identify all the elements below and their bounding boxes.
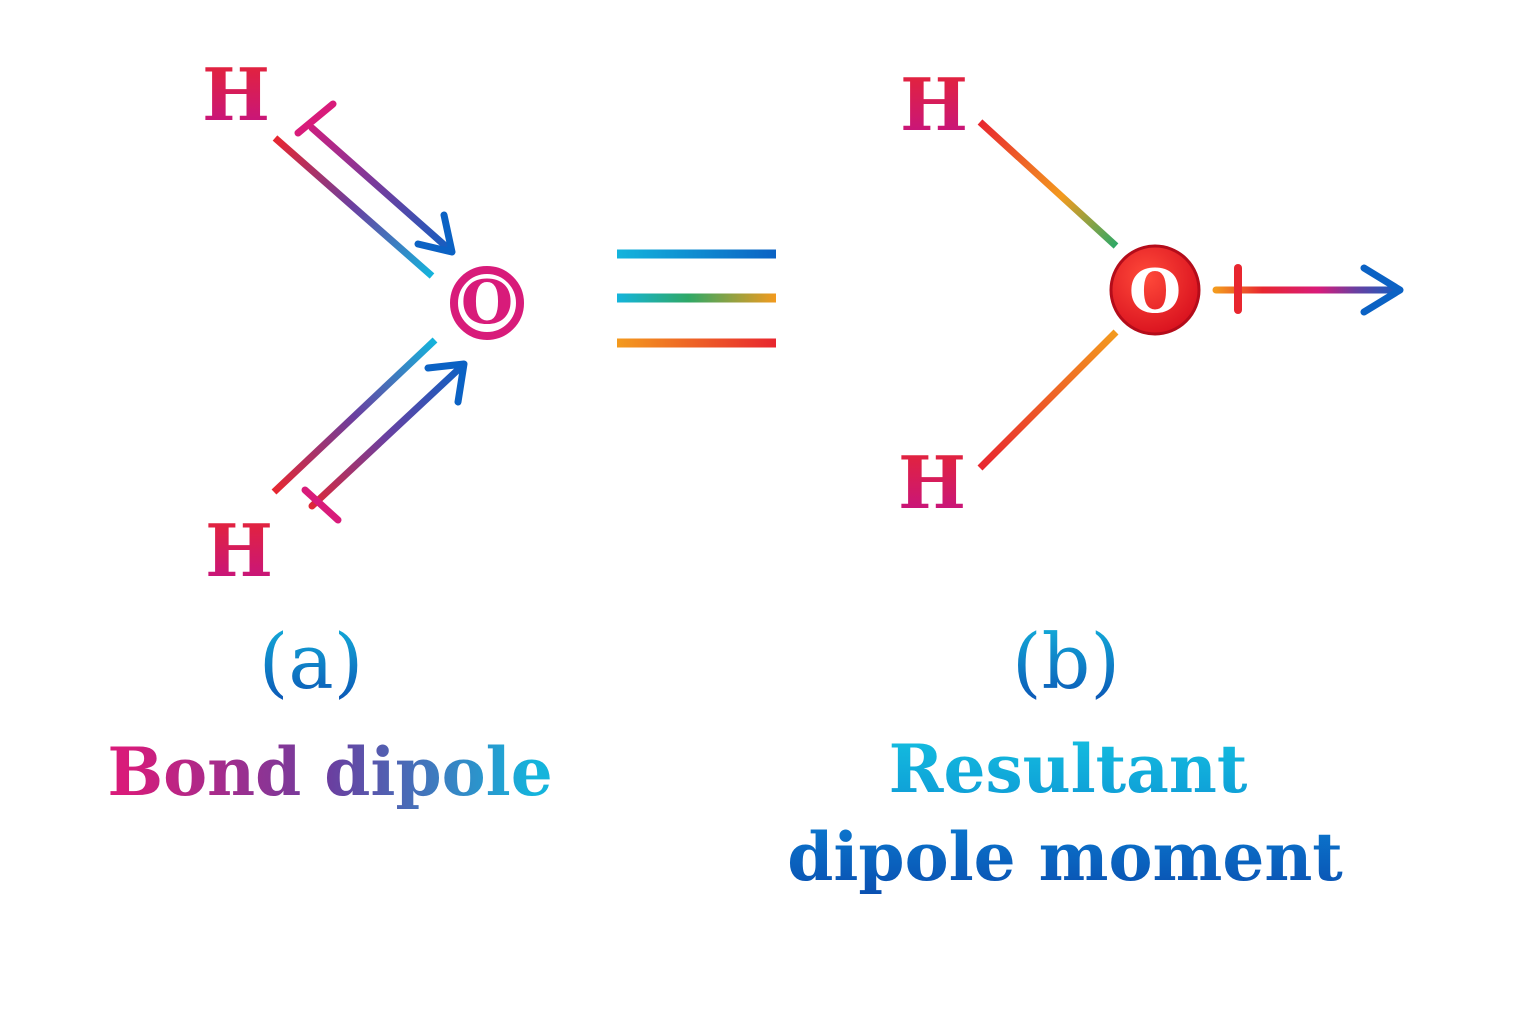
panel-a-caption: Bond dipole bbox=[107, 733, 552, 811]
panel-b-oxygen: O bbox=[1109, 244, 1201, 336]
panel-a-dipole-arrow-top bbox=[294, 100, 456, 256]
panel-b-bond-top bbox=[977, 119, 1119, 249]
panel-a-dipole-arrow-bottom bbox=[301, 360, 468, 524]
panel-a-bond-bottom bbox=[271, 337, 438, 495]
arrow-shaft bbox=[308, 362, 466, 510]
panel-b-hydrogen-bottom: H bbox=[898, 440, 966, 525]
panel-a-hydrogen-top: H bbox=[202, 52, 270, 137]
arrow-cross-tail bbox=[301, 486, 342, 524]
panel-a-oxygen-label: O bbox=[461, 268, 513, 338]
panel-a-hydrogen-bottom: H bbox=[205, 508, 273, 593]
panel-b: H H O (b) Resultant dipole moment bbox=[787, 62, 1404, 896]
panel-b-oxygen-disc bbox=[1111, 246, 1199, 334]
panel-b-oxygen-outline bbox=[1109, 244, 1201, 336]
panel-b-resultant-arrow bbox=[1212, 264, 1404, 316]
panel-b-label: (b) bbox=[1012, 617, 1120, 706]
arrow-head bbox=[414, 211, 456, 256]
panel-b-hydrogen-top: H bbox=[900, 62, 968, 147]
panel-b-oxygen-label: O bbox=[1129, 257, 1181, 327]
arrow-head bbox=[424, 360, 468, 406]
arrow-shaft bbox=[308, 124, 454, 254]
panel-a-bond-top bbox=[272, 135, 435, 279]
arrow-head bbox=[1360, 264, 1404, 316]
equivalence-symbol: ≡ bbox=[617, 249, 776, 348]
panel-b-caption-line1: Resultant bbox=[889, 730, 1248, 808]
panel-b-bond-bottom bbox=[977, 329, 1119, 471]
arrow-cross-tail bbox=[294, 100, 337, 137]
panel-a: H H O (a) Bond dipole bbox=[107, 52, 552, 811]
panel-a-label: (a) bbox=[259, 617, 364, 706]
panel-b-caption-line2: dipole moment bbox=[787, 818, 1343, 896]
panel-a-oxygen-ring bbox=[450, 266, 524, 340]
panel-a-oxygen: O bbox=[450, 266, 524, 340]
